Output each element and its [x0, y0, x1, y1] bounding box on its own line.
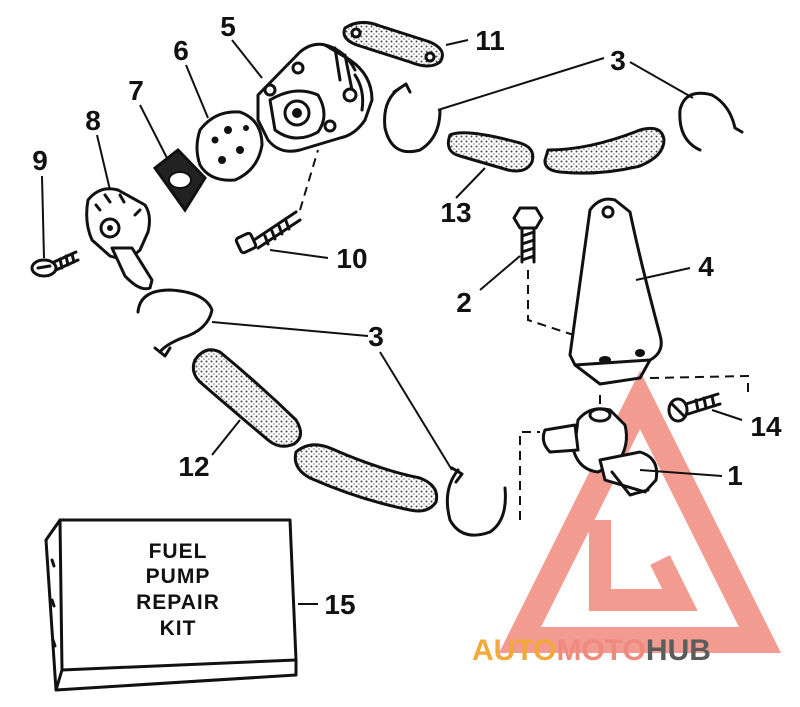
part-3-clip-upper [383, 57, 744, 154]
part-11-gasket [342, 21, 469, 68]
callout-4: 4 [698, 251, 714, 282]
part-9-screw [30, 175, 80, 278]
watermark-text: AUTOMOTOHUB [472, 634, 711, 667]
callout-9: 9 [32, 145, 48, 176]
callout-labels: 1 2 3 3 4 5 6 7 8 9 10 11 12 13 14 15 [32, 11, 782, 620]
callout-7: 7 [128, 75, 144, 106]
callout-15: 15 [324, 589, 355, 620]
callout-3-lower: 3 [368, 321, 384, 352]
part-5-pump-body [231, 39, 374, 153]
part-13-hose [446, 126, 666, 199]
callout-2: 2 [456, 287, 472, 318]
part-4-bracket [568, 197, 749, 392]
callout-12: 12 [178, 451, 209, 482]
callout-8: 8 [85, 105, 101, 136]
callout-13: 13 [440, 197, 471, 228]
part-3-clip-lower [136, 288, 507, 537]
kit-line-1: FUEL [149, 540, 208, 563]
part-15-repair-kit: FUEL PUMP REPAIR KIT [44, 518, 318, 692]
part-10-screw [234, 149, 329, 259]
callout-5: 5 [220, 11, 236, 42]
part-2-bolt [479, 206, 605, 346]
callout-10: 10 [336, 243, 367, 274]
part-7-gasket [139, 104, 207, 213]
part-8-cover [85, 134, 154, 291]
part-1-fitting [519, 395, 723, 520]
watermark-part-moto: MOTO [556, 634, 645, 667]
svg-text:AUTOMOTOHUB: AUTOMOTOHUB [472, 634, 711, 667]
callout-1: 1 [727, 460, 743, 491]
kit-line-2: PUMP [146, 565, 211, 588]
part-14-screw [667, 392, 743, 423]
callout-6: 6 [173, 35, 189, 66]
callout-14: 14 [750, 411, 782, 442]
kit-line-3: REPAIR [136, 591, 220, 614]
callout-3-upper: 3 [610, 45, 626, 76]
watermark-logo [498, 370, 782, 653]
part-12-hose [191, 348, 439, 513]
callout-11: 11 [475, 25, 505, 56]
kit-line-4: KIT [160, 617, 197, 640]
part-6-diaphragm [185, 64, 264, 182]
watermark-part-auto: AUTO [472, 634, 556, 667]
watermark-part-hub: HUB [646, 634, 711, 667]
